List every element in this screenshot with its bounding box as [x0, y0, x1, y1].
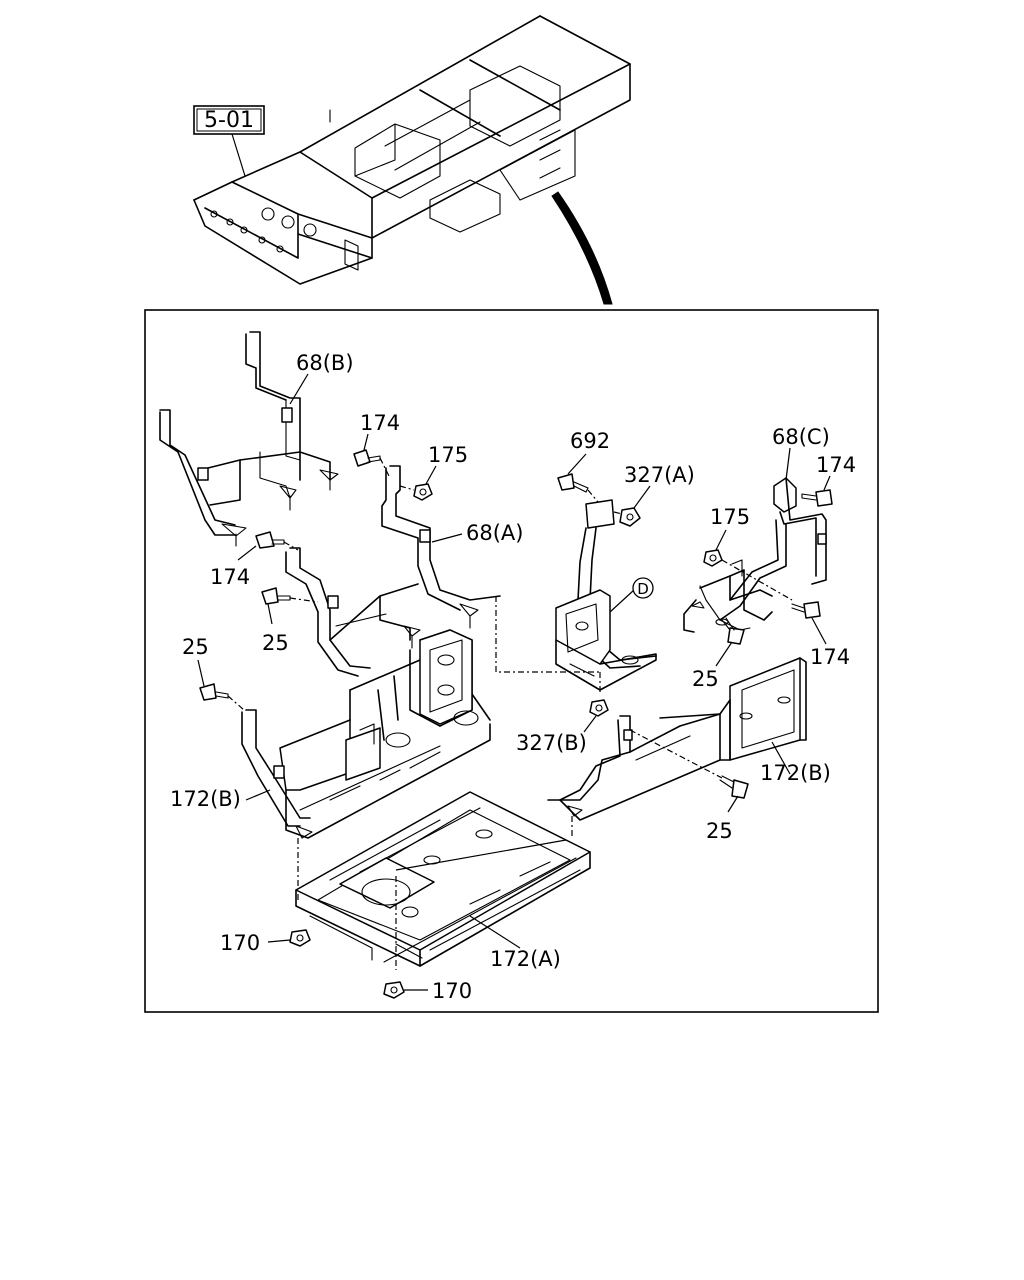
nut-175-b	[703, 529, 793, 601]
nut-175-a	[399, 465, 437, 501]
nut-327a	[613, 485, 651, 527]
callout-172b-left[interactable]: 172(B)	[170, 787, 241, 811]
callout-25-d[interactable]: 25	[706, 819, 733, 843]
callout-175-b[interactable]: 175	[710, 505, 750, 529]
detail-d-marker[interactable]: D	[632, 577, 654, 599]
callout-172b-right[interactable]: 172(B)	[760, 761, 831, 785]
callout-68c[interactable]: 68(C)	[772, 425, 830, 449]
callout-327b[interactable]: 327(B)	[516, 731, 587, 755]
callout-25-b[interactable]: 25	[182, 635, 209, 659]
callout-25-a[interactable]: 25	[262, 631, 289, 655]
battery-carrier-right	[547, 657, 807, 836]
bolt-25-a	[261, 587, 319, 625]
bracket-68a	[285, 465, 501, 677]
callout-174-a[interactable]: 174	[360, 411, 400, 435]
callout-labels: 68(B) 174 175 68(A) 174 25 25 692 327(A)…	[170, 351, 856, 1003]
nut-327b	[583, 699, 609, 733]
bolt-174-a	[353, 433, 391, 479]
battery-carrier-left	[241, 629, 491, 900]
leader-lines	[245, 373, 791, 949]
bolt-25-c	[715, 617, 745, 667]
bolt-25-d	[629, 729, 749, 813]
callout-68b[interactable]: 68(B)	[296, 351, 354, 375]
bolt-692	[557, 453, 599, 503]
callout-174-d[interactable]: 174	[810, 645, 850, 669]
nut-170-b	[383, 981, 428, 999]
callout-175-a[interactable]: 175	[428, 443, 468, 467]
callout-170-b[interactable]: 170	[432, 979, 472, 1003]
bracket-692-assembly	[495, 499, 657, 694]
bolt-174-c	[801, 475, 833, 507]
callout-172a[interactable]: 172(A)	[490, 947, 561, 971]
reference-box[interactable]: 5-01	[193, 105, 265, 135]
bolt-174-d	[791, 601, 827, 645]
detail-d-label: D	[637, 580, 649, 598]
callout-174-b[interactable]: 174	[210, 565, 250, 589]
nut-170-a	[267, 929, 311, 947]
battery-tray-172a	[295, 791, 591, 970]
detail-frame	[144, 309, 879, 1013]
bracket-68b	[159, 331, 339, 547]
callout-170-a[interactable]: 170	[220, 931, 260, 955]
callout-25-c[interactable]: 25	[692, 667, 719, 691]
bracket-68c	[683, 477, 827, 633]
bolt-25-b	[197, 659, 245, 711]
chassis-frame-overview	[193, 15, 631, 285]
bolt-174-b	[237, 531, 299, 561]
callout-327a[interactable]: 327(A)	[624, 463, 695, 487]
detail-pointer-arrow	[551, 191, 613, 305]
callout-174-c[interactable]: 174	[816, 453, 856, 477]
callout-68a[interactable]: 68(A)	[466, 521, 523, 545]
reference-box-label: 5-01	[204, 108, 254, 133]
callout-692[interactable]: 692	[570, 429, 610, 453]
